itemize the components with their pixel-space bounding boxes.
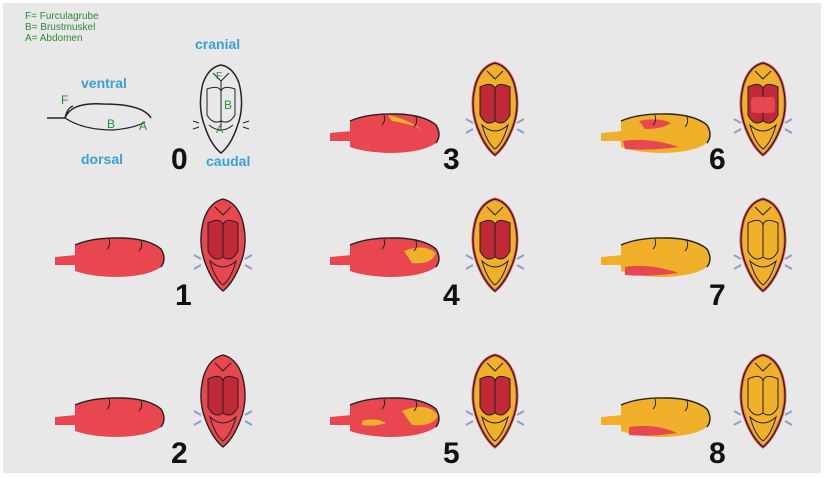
schematic-f-letter: F [61,93,68,107]
side-view-stage-8 [599,395,719,439]
top-breast-right [763,376,778,415]
top-breast-left [748,220,763,259]
stage-number-6: 6 [709,145,726,175]
top-breast-left [480,220,495,259]
label-dorsal: dorsal [81,151,123,167]
stage-number-1: 1 [175,281,192,311]
side-view-stage-4 [328,235,448,279]
top-breast-left [480,84,495,123]
schematic-ventral-view: F B A [191,61,251,157]
side-tail [330,415,352,425]
legend-a: A= Abdomen [25,33,83,44]
stage-number-0: 0 [171,145,188,175]
ventral-b-letter: B [224,98,232,112]
ventral-view-stage-5 [465,353,525,449]
schematic-b-letter: B [107,117,115,131]
label-cranial: cranial [195,36,240,52]
stage-number-8: 8 [709,439,726,469]
ventral-view-stage-4 [465,197,525,293]
top-breast-right [495,84,510,123]
top-breast-left [208,376,223,415]
top-breast-right [223,376,238,415]
side-tail [330,255,352,265]
stage-number-3: 3 [443,145,460,175]
legend-b: B= Brustmuskel [25,22,95,33]
top-breast-right [763,220,778,259]
stage-number-4: 4 [443,281,460,311]
schematic-a-letter: A [139,119,147,133]
top-breast-right [223,220,238,259]
top-breast-right [495,376,510,415]
side-tail [55,255,77,265]
ventral-view-stage-2 [193,353,253,449]
legend-f: F= Furculagrube [25,11,99,22]
side-tail [601,131,623,141]
ventral-a-letter: A [216,124,224,136]
side-view-stage-6 [599,111,719,155]
side-view-stage-7 [599,235,719,279]
top-breast-left [480,376,495,415]
ventral-f-letter: F [216,71,222,82]
top-breast-right [495,220,510,259]
side-view-stage-1 [53,235,173,279]
side-tail [601,415,623,425]
top-breast-left [208,220,223,259]
ventral-view-stage-8 [733,353,793,449]
stage-number-5: 5 [443,439,460,469]
diagram-panel: F= Furculagrube B= Brustmuskel A= Abdome… [3,3,821,473]
side-view-stage-3 [328,111,448,155]
ventral-view-stage-1 [193,197,253,293]
side-tail [55,415,77,425]
stage-number-7: 7 [709,281,726,311]
ventral-view-stage-6 [733,61,793,157]
ventral-view-stage-3 [465,61,525,157]
side-view-stage-5 [328,395,448,439]
side-view-stage-2 [53,395,173,439]
top-muscle-patch [751,97,775,113]
ventral-view-stage-7 [733,197,793,293]
schematic-side-view: F B A [43,88,163,148]
stage-number-2: 2 [171,439,188,469]
top-breast-left [748,376,763,415]
side-tail [330,131,352,141]
side-tail [601,255,623,265]
